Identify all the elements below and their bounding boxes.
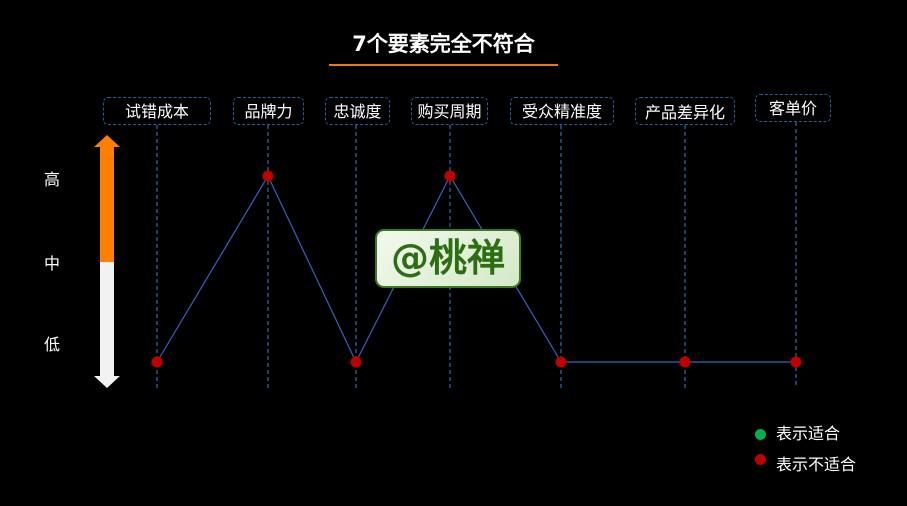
data-point	[790, 356, 802, 368]
legend-label: 表示适合	[776, 424, 841, 443]
watermark: @桃禅	[375, 229, 521, 288]
data-point	[262, 170, 274, 182]
legend-unsuitable: 表示不适合	[755, 451, 856, 475]
green-dot-icon	[755, 429, 766, 440]
factor-label-audience: 受众精准度	[510, 97, 614, 125]
factor-label-purchase-cycle: 购买周期	[411, 97, 488, 125]
factor-label-price: 客单价	[755, 94, 831, 122]
legend-label: 表示不适合	[776, 455, 857, 474]
level-arrow-down	[94, 262, 120, 388]
level-high: 高	[44, 170, 61, 189]
data-point	[350, 356, 362, 368]
factor-label-brand: 品牌力	[233, 97, 304, 125]
red-dot-icon	[755, 454, 766, 465]
data-point	[444, 170, 456, 182]
data-point	[555, 356, 567, 368]
data-point	[679, 356, 691, 368]
legend-suitable: 表示适合	[755, 420, 840, 444]
level-mid: 中	[44, 254, 61, 273]
level-low: 低	[44, 335, 61, 354]
factor-label-trial-cost: 试错成本	[103, 97, 211, 125]
page-title: 7个要素完全不符合	[329, 28, 558, 66]
level-arrow-up	[94, 135, 120, 262]
factor-label-loyalty: 忠诚度	[325, 97, 390, 125]
factor-label-differentiation: 产品差异化	[635, 97, 735, 125]
data-point	[151, 356, 163, 368]
